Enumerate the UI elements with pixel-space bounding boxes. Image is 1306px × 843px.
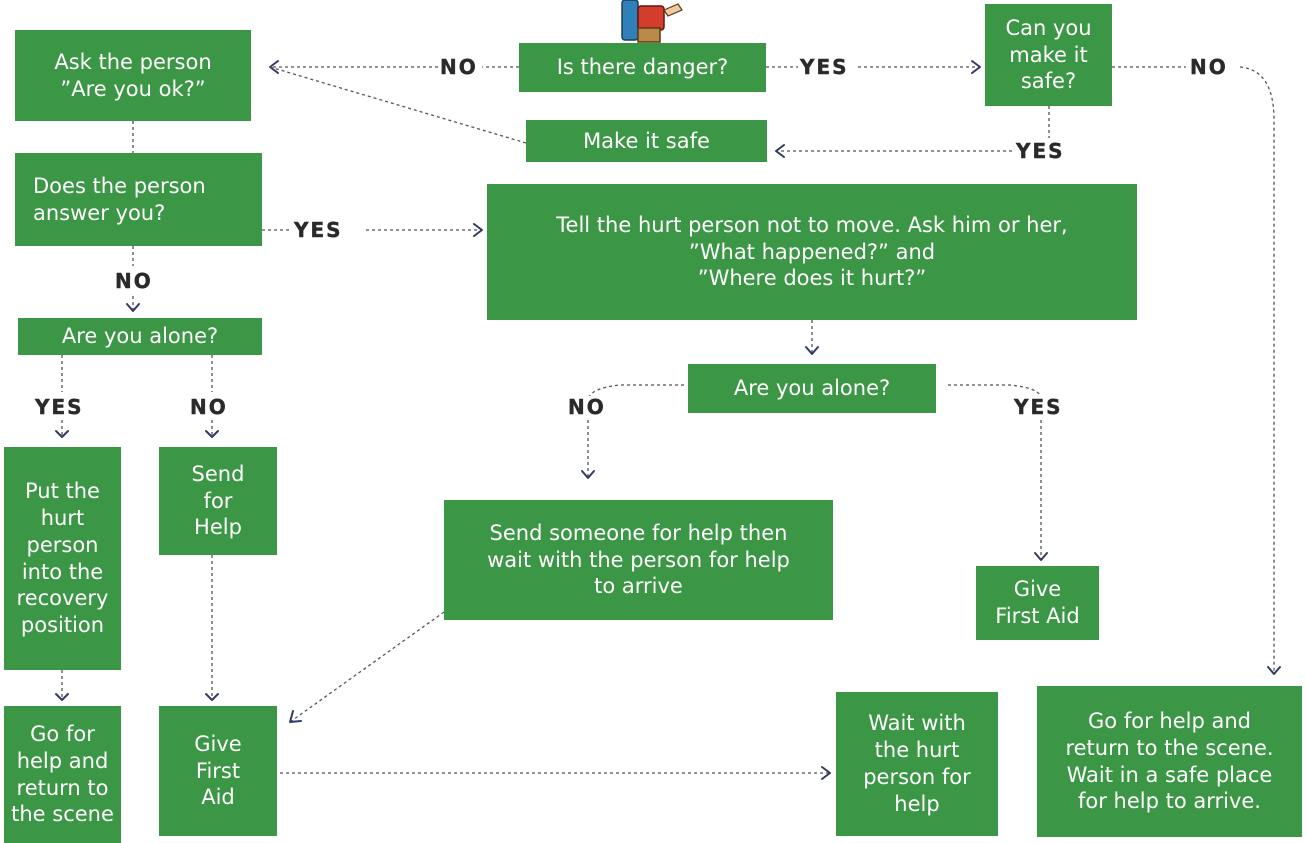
send-for-help-node: Send for Help [159,447,277,555]
edge-label-yes-answer: YES [292,218,345,242]
edge-label-no-make-safe: NO [1188,55,1230,79]
are-you-alone-left-node: Are you alone? [18,318,262,355]
tell-hurt-person-node: Tell the hurt person not to move. Ask hi… [487,184,1137,320]
edge-label-no-answer: NO [113,269,155,293]
give-first-aid-mid-node: Give First Aid [159,706,277,836]
edge-label-no-alone-right: NO [566,395,608,419]
make-it-safe-node: Make it safe [526,120,767,162]
hiker-with-backpack-icon [621,0,683,43]
recovery-position-node: Put the hurt person into the recovery po… [4,447,121,670]
are-you-alone-right-node: Are you alone? [688,364,936,413]
go-for-help-right-node: Go for help and return to the scene. Wai… [1037,686,1302,837]
edge-label-yes-make-safe: YES [1014,139,1067,163]
can-make-safe-node: Can you make it safe? [985,4,1112,106]
edge-label-no-danger: NO [438,55,480,79]
wait-with-hurt-node: Wait with the hurt person for help [836,692,998,836]
give-first-aid-right-node: Give First Aid [976,566,1099,640]
send-someone-node: Send someone for help then wait with the… [444,500,833,620]
edge-label-yes-alone-left: YES [33,395,86,419]
ask-person-node: Ask the person ”Are you ok?” [15,30,251,121]
edge-label-yes-danger: YES [798,55,851,79]
edge-label-no-alone-left: NO [188,395,230,419]
edge-label-yes-alone-right: YES [1012,395,1065,419]
does-person-answer-node: Does the person answer you? [15,153,262,246]
is-there-danger-node: Is there danger? [519,43,766,92]
go-for-help-left-node: Go for help and return to the scene [4,706,121,843]
